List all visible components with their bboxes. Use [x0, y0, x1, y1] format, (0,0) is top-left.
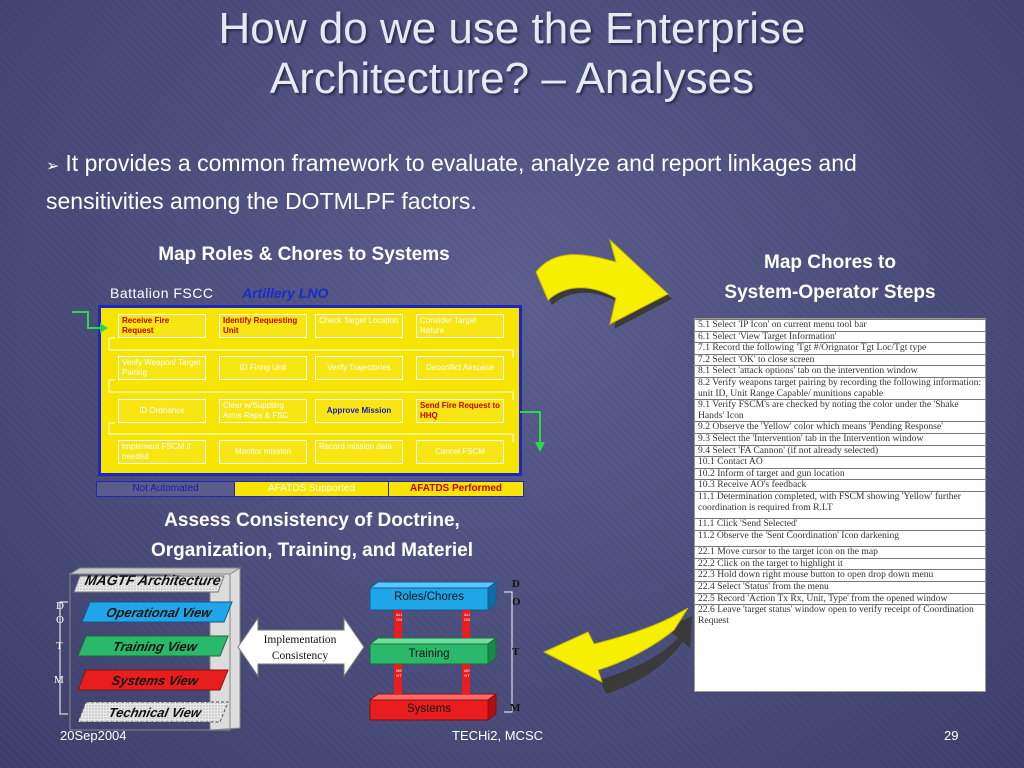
- matrix-cell: ID Firing Unit: [219, 356, 307, 380]
- footer-center: TECHi2, MCSC: [452, 728, 544, 743]
- step-item: 8.2 Verify weapons target pairing by rec…: [695, 376, 985, 399]
- matrix-cell: Verify Trajectories: [315, 356, 403, 380]
- right-letter-d: D: [512, 578, 520, 590]
- legend-not-automated: Not Automated: [97, 482, 235, 496]
- matrix-cell: Send Fire Request to HHQ: [416, 399, 504, 423]
- box-training: Training: [408, 648, 450, 660]
- matrix-cell: Identify Requesting Unit: [219, 314, 307, 338]
- side-letter-t: T: [56, 640, 63, 652]
- matrix-cell: Clear w/Suppting Arms Reps & FSC: [219, 399, 307, 423]
- side-letter-m: M: [54, 674, 64, 686]
- stack-title: MAGTF Architecture: [83, 572, 223, 588]
- matrix-cell: Deconflict Airspace: [416, 356, 504, 380]
- step-item: 8.1 Select 'attack options' tab on the i…: [695, 365, 985, 377]
- roles-chores-matrix: Battalion FSCC Artillery LNO Receive Fir…: [96, 280, 526, 500]
- label-map-chores-line2: System-Operator Steps: [724, 282, 936, 303]
- side-letter-d: D: [56, 600, 64, 612]
- matrix-cell: Approve Mission: [315, 399, 403, 423]
- legend-afatds-supported: AFATDS Supported: [235, 482, 389, 496]
- step-item: 22.5 Record 'Action Tx Rx, Unit, Type' f…: [695, 592, 985, 605]
- matrix-cell: Monitor mission: [219, 440, 307, 464]
- step-item: 11.1 Click 'Send Selected': [695, 518, 985, 530]
- step-item: 22.4 Select 'Status' from the menu: [695, 581, 985, 593]
- label-map-chores-line1: Map Chores to: [764, 252, 896, 273]
- label-assess-line1: Assess Consistency of Doctrine,: [164, 510, 460, 531]
- step-item: 10.2 Inform of target and gun location: [695, 467, 985, 480]
- bullet-text: It provides a common framework to evalua…: [46, 150, 857, 214]
- label-assess: Assess Consistency of Doctrine, Organiza…: [80, 506, 544, 566]
- label-map-roles: Map Roles & Chores to Systems: [158, 244, 450, 265]
- view-technical: Technical View: [107, 705, 203, 720]
- view-systems: Systems View: [110, 673, 200, 688]
- step-item: 9.3 Select the 'Intervention' tab in the…: [695, 432, 985, 445]
- matrix-legend: Not Automated AFATDS Supported AFATDS Pe…: [96, 481, 524, 497]
- step-item: 9.1 Verify FSCM's are checked by noting …: [695, 399, 985, 421]
- impl-line-2: Consistency: [271, 650, 329, 662]
- system-operator-steps-list: 5.1 Select 'IP Icon' on current menu too…: [694, 318, 986, 692]
- dotm-stack-diagram: [368, 581, 513, 721]
- step-item: 9.2 Observe the 'Yellow' color which mea…: [695, 421, 985, 433]
- green-arrow-in-icon: [72, 311, 108, 333]
- step-item: 7.2 Select 'OK' to close screen: [695, 353, 985, 366]
- page-number: 29: [944, 728, 959, 743]
- bullet-point: ➢It provides a common framework to evalu…: [46, 146, 906, 218]
- matrix-cell: Check Target Location: [315, 314, 403, 338]
- green-arrow-out-icon: [520, 411, 545, 452]
- right-letter-t: T: [512, 646, 520, 658]
- magtf-architecture-stack: [59, 567, 242, 731]
- matrix-cell: Verify Weapon/ Target Pairing: [118, 356, 206, 380]
- right-letter-m: M: [510, 702, 521, 714]
- side-letter-o: O: [56, 614, 64, 626]
- curved-arrow-bottom-icon: [542, 607, 692, 694]
- curved-arrow-top-icon: [535, 238, 672, 329]
- step-item: 10.1 Contact AO: [695, 456, 985, 468]
- ment-label-left: MENT: [396, 668, 402, 678]
- label-assess-line2: Organization, Training, and Materiel: [151, 540, 473, 561]
- box-roles-chores: Roles/Chores: [394, 591, 464, 603]
- view-operational: Operational View: [104, 605, 214, 620]
- slide-title: How do we use the Enterprise Architectur…: [0, 4, 1024, 104]
- matrix-header-left: Battalion FSCC: [110, 285, 214, 301]
- matrix-header-right: Artillery LNO: [242, 285, 329, 301]
- view-training: Training View: [111, 639, 199, 654]
- matrix-cell: Implement FSCM if needed: [118, 440, 206, 464]
- matrix-cell: ID Ordnance: [118, 399, 206, 423]
- legend-afatds-performed: AFATDS Performed: [389, 482, 523, 496]
- double-arrow-icon: [237, 616, 365, 678]
- step-item: 22.6 Leave 'target status' window open t…: [695, 604, 985, 626]
- step-item: 9.4 Select 'FA Cannon' (if not already s…: [695, 444, 985, 457]
- bullet-arrow-icon: ➢: [46, 158, 60, 175]
- impl-line-1: Implementation: [263, 634, 337, 646]
- matrix-grid: Receive Fire Request Identify Requesting…: [98, 305, 522, 476]
- step-item: 10.3 Receive AO's feedback: [695, 479, 985, 491]
- implementation-consistency-label: Implementation Consistency: [240, 632, 360, 664]
- matrix-cell: Cancel FSCM: [416, 440, 504, 464]
- step-item: 22.3 Hold down right mouse button to ope…: [695, 569, 985, 581]
- step-item: 7.1 Record the following 'Tgt #/Orignato…: [695, 342, 985, 354]
- matrix-cell: Consider Target Nature: [416, 314, 504, 338]
- step-item: 11.1 Determination completed, with FSCM …: [695, 490, 985, 513]
- step-item: 6.1 Select 'View Target Information': [695, 330, 985, 343]
- box-systems: Systems: [406, 703, 452, 715]
- step-item: 22.1 Move cursor to the target icon on t…: [695, 546, 985, 558]
- title-line-2: Architecture? – Analyses: [269, 54, 755, 103]
- matrix-cell: Record mission data: [315, 440, 403, 464]
- matrix-cell: Receive Fire Request: [118, 314, 206, 338]
- right-letter-o: O: [512, 596, 521, 608]
- step-item: 22.2 Click on the target to highlight it: [695, 557, 985, 570]
- ment-label-right: MENT: [464, 668, 470, 678]
- label-map-chores: Map Chores to System-Operator Steps: [680, 248, 980, 308]
- step-item: 11.2 Observe the 'Sent Coordination' Ico…: [695, 529, 985, 542]
- align-label-left: ALIGN: [395, 612, 402, 622]
- footer-date: 20Sep2004: [60, 728, 127, 743]
- title-line-1: How do we use the Enterprise: [218, 4, 806, 53]
- step-item: 5.1 Select 'IP Icon' on current menu too…: [695, 319, 985, 331]
- align-label-right: ALIGN: [463, 612, 470, 622]
- matrix-connectors: [108, 337, 514, 442]
